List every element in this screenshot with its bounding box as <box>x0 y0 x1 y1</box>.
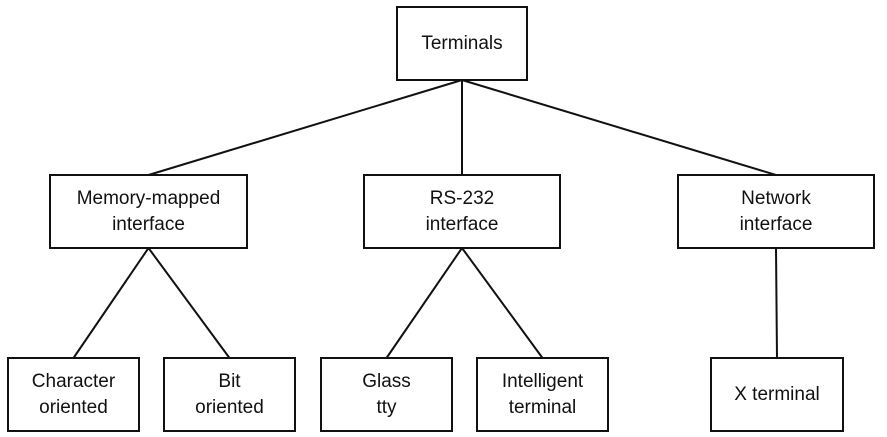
edge-rs232-to-glass <box>385 247 463 359</box>
node-label: Terminals <box>421 33 502 54</box>
node-label: Character <box>32 371 116 392</box>
node-label: terminal <box>509 397 577 418</box>
node-label: tty <box>376 397 397 418</box>
node-box <box>7 357 140 432</box>
node-label: X terminal <box>734 384 820 405</box>
node-network: Network interface <box>677 174 875 249</box>
node-label: interface <box>740 214 813 235</box>
node-label: Glass <box>362 371 411 392</box>
edges <box>72 79 778 359</box>
node-box <box>396 6 528 81</box>
node-box <box>320 357 453 432</box>
node-terminals: Terminals <box>396 6 528 81</box>
node-label: RS-232 <box>430 188 494 209</box>
node-character: Character oriented <box>7 357 140 432</box>
node-label: interface <box>426 214 499 235</box>
node-label: Bit <box>218 371 241 392</box>
edge-terminals-to-memory-mapped <box>148 79 463 176</box>
node-intelligent: Intelligent terminal <box>476 357 609 432</box>
edge-memory-mapped-to-bit <box>147 247 231 359</box>
node-box <box>677 174 875 249</box>
node-box <box>710 357 844 432</box>
node-memory-mapped: Memory-mapped interface <box>49 174 248 249</box>
node-glass: Glass tty <box>320 357 453 432</box>
node-bit: Bit oriented <box>163 357 296 432</box>
edge-memory-mapped-to-character <box>72 247 150 359</box>
node-label: Intelligent <box>502 371 584 392</box>
node-label: oriented <box>39 397 108 418</box>
node-xterminal: X terminal <box>710 357 844 432</box>
edge-network-to-xterminal <box>775 247 778 359</box>
node-label: Memory-mapped <box>77 188 221 209</box>
edge-rs232-to-intelligent <box>461 247 544 359</box>
node-box <box>476 357 609 432</box>
node-label: interface <box>112 214 185 235</box>
edge-terminals-to-network <box>461 79 777 176</box>
node-box <box>163 357 296 432</box>
node-box <box>49 174 248 249</box>
node-box <box>363 174 561 249</box>
node-rs232: RS-232 interface <box>363 174 561 249</box>
node-label: oriented <box>195 397 264 418</box>
node-label: Network <box>741 188 811 209</box>
